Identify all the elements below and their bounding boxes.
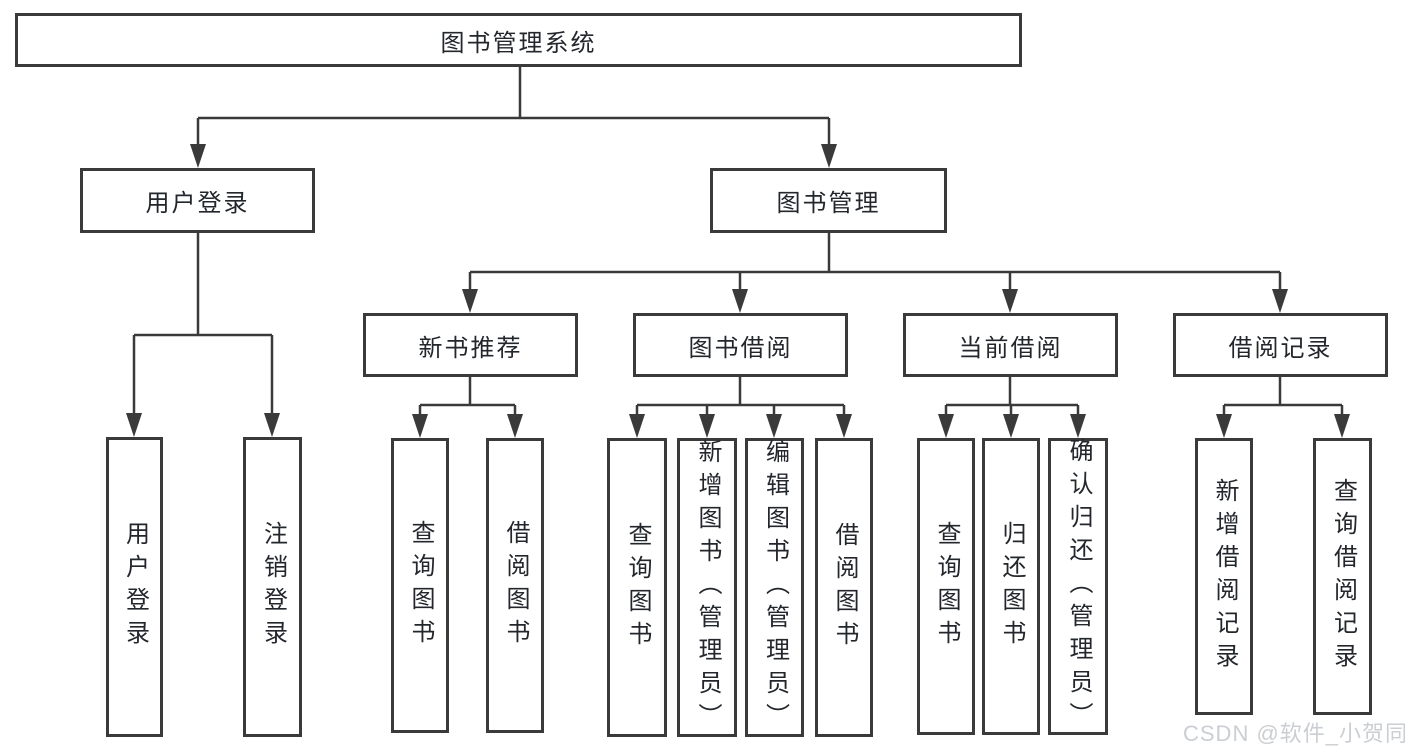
node-root-label: 图书管理系统 bbox=[440, 29, 597, 57]
node-leaf-confirm-return-admin: 确认归还（管理员） bbox=[1048, 438, 1108, 735]
node-new-book-recommend-label: 新书推荐 bbox=[418, 334, 523, 362]
node-leaf-borrow-books-2: 借阅图书 bbox=[815, 438, 873, 737]
node-leaf-query-borrow-record-label: 查询借阅记录 bbox=[1329, 477, 1357, 676]
node-root: 图书管理系统 bbox=[15, 13, 1022, 67]
node-leaf-borrow-books-2-label: 借阅图书 bbox=[831, 521, 858, 654]
node-leaf-return-books: 归还图书 bbox=[982, 438, 1040, 735]
node-borrowing-records-label: 借阅记录 bbox=[1228, 334, 1333, 362]
node-leaf-user-login: 用户登录 bbox=[106, 437, 163, 737]
node-leaf-user-login-label: 用户登录 bbox=[121, 521, 149, 653]
node-leaf-edit-book-admin-label: 编辑图书（管理员） bbox=[761, 439, 789, 736]
node-leaf-query-borrow-record: 查询借阅记录 bbox=[1313, 438, 1372, 715]
node-leaf-borrow-books-1: 借阅图书 bbox=[486, 438, 544, 733]
node-leaf-query-books-2: 查询图书 bbox=[607, 438, 667, 737]
node-user-login-label: 用户登录 bbox=[145, 190, 250, 217]
node-leaf-query-books-1-label: 查询图书 bbox=[407, 519, 434, 652]
node-current-borrowing-label: 当前借阅 bbox=[958, 334, 1063, 362]
node-leaf-query-books-2-label: 查询图书 bbox=[624, 521, 651, 654]
connector-lines bbox=[132, 67, 1344, 416]
csdn-watermark: CSDN @软件_小贺同学 bbox=[1183, 721, 1405, 746]
node-leaf-edit-book-admin: 编辑图书（管理员） bbox=[745, 438, 804, 737]
node-book-management-label: 图书管理 bbox=[776, 190, 881, 217]
node-leaf-query-books-3-label: 查询图书 bbox=[933, 520, 960, 653]
node-leaf-add-book-admin: 新增图书（管理员） bbox=[677, 438, 737, 737]
node-leaf-return-books-label: 归还图书 bbox=[998, 520, 1025, 653]
node-user-login: 用户登录 bbox=[80, 168, 315, 233]
node-book-borrowing: 图书借阅 bbox=[633, 313, 848, 377]
node-borrowing-records: 借阅记录 bbox=[1173, 313, 1388, 377]
node-new-book-recommend: 新书推荐 bbox=[363, 313, 578, 377]
node-current-borrowing: 当前借阅 bbox=[903, 313, 1118, 377]
node-leaf-confirm-return-admin-label: 确认归还（管理员） bbox=[1065, 438, 1092, 735]
node-leaf-logout: 注销登录 bbox=[243, 437, 302, 737]
node-leaf-query-books-1: 查询图书 bbox=[391, 438, 449, 733]
node-leaf-add-borrow-record-label: 新增借阅记录 bbox=[1211, 477, 1238, 676]
node-leaf-logout-label: 注销登录 bbox=[259, 521, 287, 653]
node-leaf-query-books-3: 查询图书 bbox=[917, 438, 975, 735]
node-book-borrowing-label: 图书借阅 bbox=[688, 334, 793, 362]
arrow-head-icons bbox=[126, 144, 1350, 438]
node-leaf-add-borrow-record: 新增借阅记录 bbox=[1195, 438, 1253, 715]
node-book-management: 图书管理 bbox=[710, 168, 947, 233]
node-leaf-add-book-admin-label: 新增图书（管理员） bbox=[694, 439, 721, 736]
node-leaf-borrow-books-1-label: 借阅图书 bbox=[502, 519, 529, 652]
